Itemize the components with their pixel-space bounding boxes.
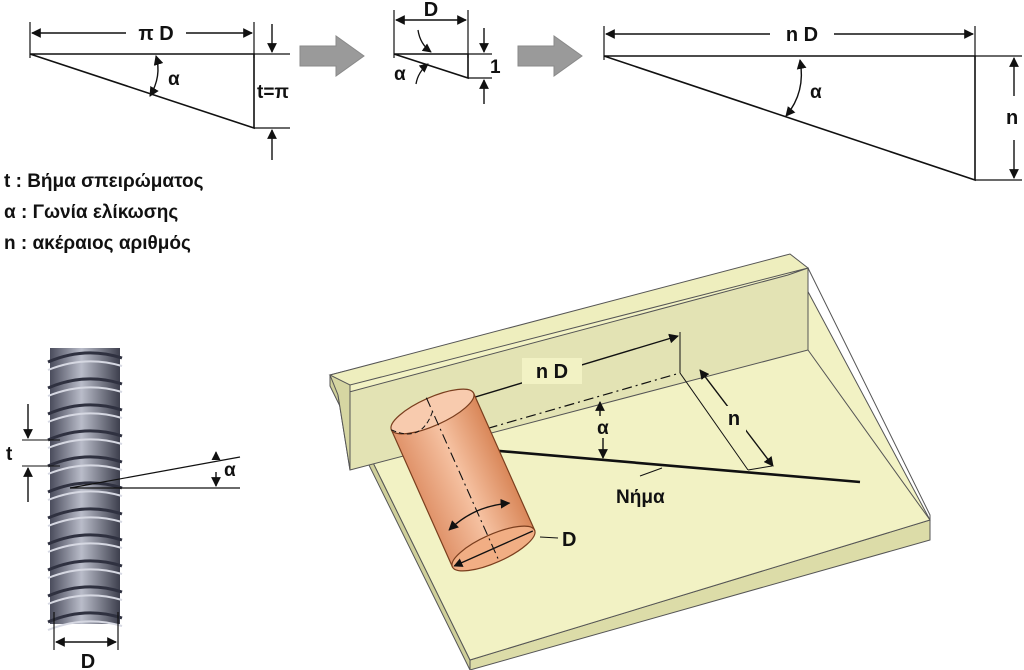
thread-highlight [47,386,123,397]
thread-ridge [47,377,123,390]
alpha-label-4: α [224,460,236,481]
thread-ridge [47,611,123,624]
thread-highlight [47,620,123,631]
thread-ridge [47,429,123,442]
thread-line [429,443,861,484]
n-d-label-top: n D [786,24,818,46]
thread-ridge [47,507,123,520]
triangle-d-unit: D α 1 [393,0,501,104]
thread-ridge [47,403,123,416]
thread-highlight [47,516,123,527]
n-label-right: n [1006,107,1018,129]
plate-assembly: n D n α Νήμα D [328,253,931,670]
legend-item-n: n : ακέραιος αριθμός [4,233,191,254]
d-label-screw: D [81,651,95,670]
symbol-legend: t : Βήμα σπειρώματος α : Γωνία ελίκωσης … [4,166,204,259]
n-d-label-plate: n D [536,361,568,383]
thread-highlight [47,412,123,423]
t-eq-pi-label: t=π [257,82,289,103]
thread-highlight [47,568,123,579]
threaded-rod: t α D [6,348,241,670]
thread-highlight [47,490,123,501]
thread-ridge [47,585,123,598]
alpha-arc-1 [149,55,164,97]
pi-d-label: π D [138,23,173,45]
transform-arrow-icon [299,35,365,77]
alpha-label-plate: α [597,418,609,439]
one-label: 1 [490,57,501,78]
d-label-top: D [424,0,438,21]
alpha-label-1: α [168,69,180,90]
transform-arrow-icon-2 [517,35,583,77]
thread-highlight [47,360,123,371]
n-label-plate: n [728,408,740,430]
cylinder [390,388,536,572]
triangle-n-d: n D α n [603,22,1022,182]
thread-label: Νήμα [616,487,665,508]
legend-item-t: t : Βήμα σπειρώματος [4,171,204,192]
d-label-cylinder: D [562,529,576,551]
thread-ridge [47,455,123,468]
thread-highlight [47,594,123,605]
thread-highlight [47,464,123,475]
alpha-label-3: α [810,82,822,103]
thread-ridge [47,559,123,572]
thread-highlight [47,438,123,449]
thread-ridge [47,481,123,494]
legend-item-alpha: α : Γωνία ελίκωσης [4,202,179,223]
thread-ridge [47,351,123,364]
t-label: t [6,444,13,465]
thread-ridge [47,533,123,546]
thread-ridges [47,351,123,631]
triangle-pi-d: π D α t=π [29,20,290,160]
alpha-arc-3 [785,59,807,117]
thread-highlight [47,542,123,553]
alpha-label-2: α [394,64,406,85]
